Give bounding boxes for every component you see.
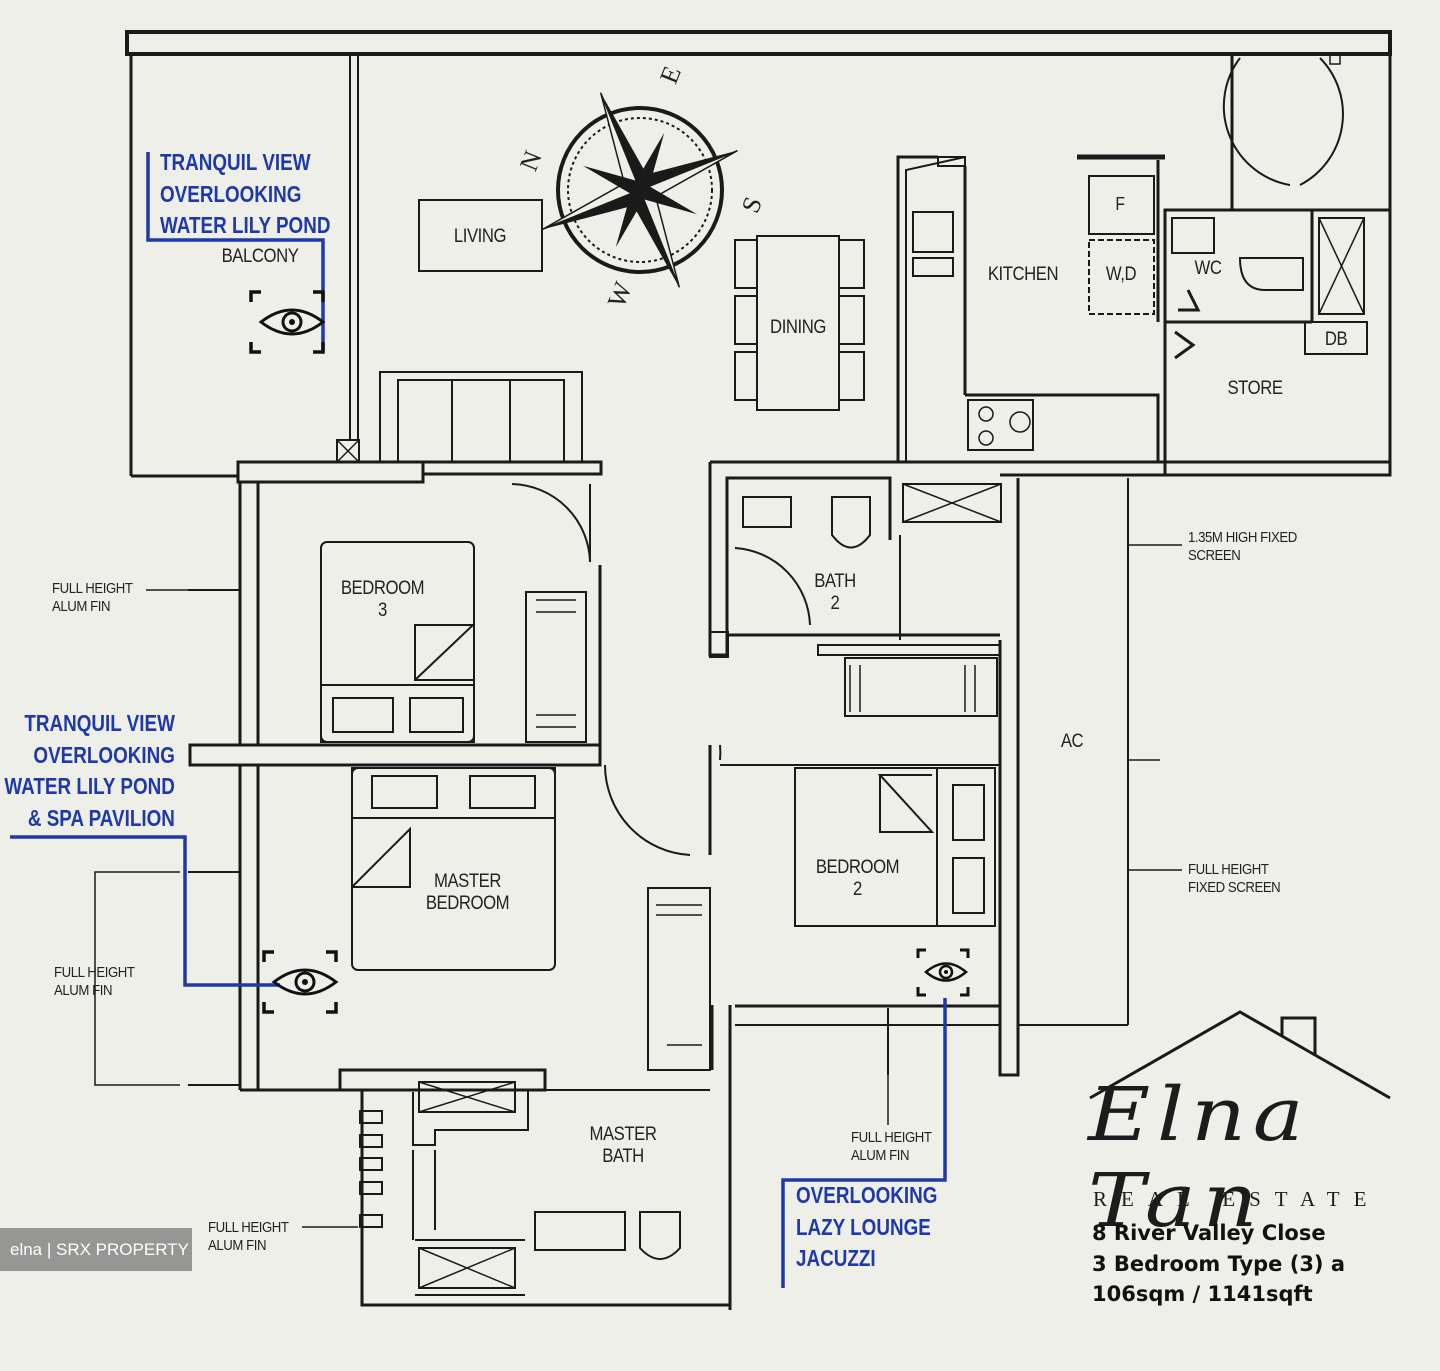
top-outer-wall <box>125 30 1392 56</box>
room-label-dining: DINING <box>770 317 826 338</box>
room-label-living: LIVING <box>453 226 507 247</box>
room-label-balcony: BALCONY <box>221 246 299 267</box>
room-label-kitchen: KITCHEN <box>987 264 1059 285</box>
room-label-ac: AC <box>1060 731 1084 752</box>
watermark: elna | SRX PROPERTY <box>0 1228 192 1271</box>
compass-rose <box>542 92 738 288</box>
room-label-db: DB <box>1324 329 1348 350</box>
logo-subtitle: REAL ESTATE <box>1093 1187 1381 1211</box>
logo-signature: Elna Tan <box>1088 1072 1311 1244</box>
fridge-label: F <box>1115 194 1125 214</box>
view-note-balcony: TRANQUIL VIEW OVERLOOKING WATER LILY PON… <box>160 149 331 238</box>
eye-icon <box>916 948 970 997</box>
unit-size-text: 106sqm / 1141sqft <box>1092 1282 1313 1306</box>
address-text: 8 River Valley Close <box>1092 1221 1326 1245</box>
eye-icon <box>262 950 339 1014</box>
unit-type-text: 3 Bedroom Type (3) a <box>1092 1252 1346 1276</box>
view-note-bedroom2: OVERLOOKING LAZY LOUNGE JACUZZI <box>796 1182 938 1271</box>
eye-icon <box>249 290 326 354</box>
view-note-master: TRANQUIL VIEW OVERLOOKING WATER LILY PON… <box>4 710 176 831</box>
washer-dryer-label: W,D <box>1105 264 1137 285</box>
room-label-wc: WC <box>1194 258 1222 279</box>
room-label-store: STORE <box>1227 378 1283 399</box>
logo-roof <box>1089 1010 1391 1100</box>
